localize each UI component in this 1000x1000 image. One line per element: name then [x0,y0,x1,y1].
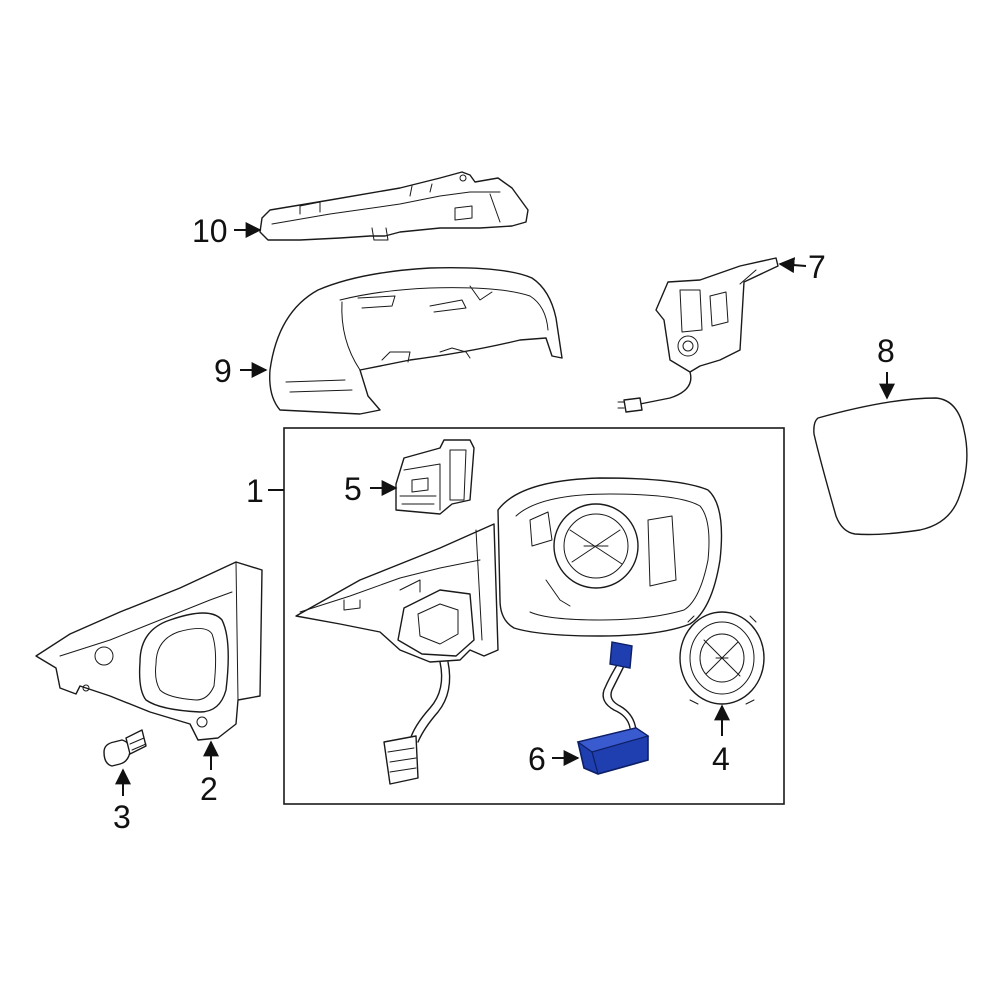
callout-10: 10 [192,213,228,249]
part-5-mirror-motor[interactable] [395,439,475,515]
callout-8: 8 [877,333,895,369]
part-7-mirror-bracket[interactable] [617,257,779,413]
callout-4: 4 [712,741,730,777]
part-10-turn-signal-lamp[interactable] [259,171,529,241]
callout-1: 1 [246,473,264,509]
callout-7: 7 [808,249,826,285]
assembly-box [283,427,785,805]
part-8-mirror-glass[interactable] [813,397,968,536]
part-4-glass-actuator[interactable] [679,611,765,705]
callout-3: 3 [113,799,131,835]
part-6-control-module[interactable] [576,641,650,775]
callout-9: 9 [214,353,232,389]
part-1-mirror-assembly[interactable] [295,477,723,785]
part-2-mirror-base[interactable] [35,561,263,741]
arrow-7 [778,257,807,274]
part-3-screw[interactable] [103,729,147,767]
callout-2: 2 [200,771,218,807]
callout-5: 5 [344,471,362,507]
callout-6: 6 [528,741,546,777]
callout-arrows [115,222,895,796]
part-9-mirror-cover[interactable] [269,267,563,415]
